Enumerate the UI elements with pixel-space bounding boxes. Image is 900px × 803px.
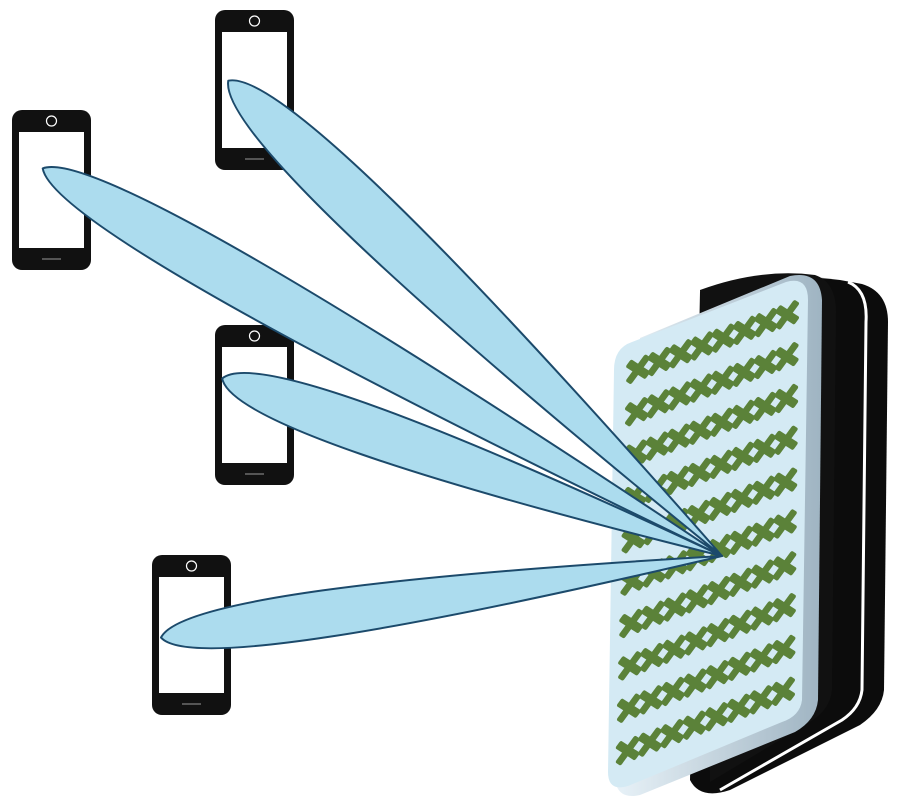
cross-dipole-icon [616,693,641,723]
cross-dipole-icon [641,600,665,630]
phone-camera [248,15,261,27]
cross-dipole-icon [663,592,687,622]
cross-dipole-icon [689,373,713,403]
cross-dipole-icon [687,457,712,487]
cross-dipole-icon [771,634,796,665]
cross-dipole-icon [732,357,756,387]
phone-speaker [245,473,264,475]
phone-camera [185,560,198,572]
cross-dipole-icon [665,465,690,495]
cross-dipole-icon [773,467,798,497]
cross-dipole-icon [667,381,692,411]
cross-dipole-icon [751,475,776,505]
cross-dipole-icon [684,626,708,656]
cross-dipole-icon [711,323,736,353]
cross-dipole-icon [729,525,754,555]
cross-dipole-icon [618,651,642,681]
panel-separator-line [719,280,868,792]
cross-dipole-icon [661,676,685,707]
cross-dipole-icon [710,365,735,395]
beam-to-phone-middle [221,371,723,557]
cross-dipole-icon [640,642,664,673]
cross-dipole-icon [753,349,778,380]
cross-dipole-icon [771,676,795,706]
cross-dipole-icon [706,575,731,606]
cross-dipole-icon [668,339,693,369]
cross-dipole-icon [752,391,777,422]
cross-dipole-icon [645,431,670,461]
cross-dipole-icon [753,307,778,338]
cross-dipole-icon [626,354,650,384]
cross-dipole-icon [751,517,775,547]
cross-dipole-icon [728,567,753,597]
cross-dipole-icon [666,423,691,453]
cross-dipole-icon [619,608,644,639]
cross-dipole-icon [774,342,799,372]
cross-dipole-icon [773,509,797,539]
cross-dipole-icon [728,609,752,639]
cross-dipole-icon [638,727,662,757]
cross-dipole-icon [774,383,799,414]
cross-dipole-icon [772,551,797,581]
cross-dipole-icon [688,415,713,445]
cross-dipole-icon [690,331,714,361]
cross-dipole-icon [749,643,774,673]
cross-dipole-icon [704,702,729,732]
cross-dipole-icon [639,685,663,715]
cross-dipole-icon [730,441,755,471]
cross-dipole-icon [709,449,733,479]
beams [41,79,723,650]
cross-dipole-icon [727,651,752,681]
cross-dipole-icon [750,559,775,589]
antenna-array-panel [608,273,888,796]
phone-speaker [42,258,61,260]
cross-dipole-icon [684,584,709,614]
cross-dipole-icon [647,346,672,377]
cross-dipole-icon [660,719,684,749]
cross-dipole-icon [772,593,796,623]
cross-dipole-icon [732,315,757,345]
cross-dipole-icon [625,397,649,427]
cross-dipole-icon [683,668,708,698]
cross-dipole-icon [615,735,640,766]
cross-dipole-icon [752,433,777,463]
cross-dipole-icon [726,693,751,723]
cross-dipole-icon [749,685,773,715]
cross-dipole-icon [773,425,798,455]
cross-dipole-icon [706,617,730,648]
cross-dipole-icon [705,660,730,690]
cross-dipole-icon [708,491,733,522]
beam-to-phone-top [227,79,723,557]
phone-camera [45,115,58,127]
cross-dipole-icon [775,300,800,330]
phone-speaker [245,158,264,160]
phone-speaker [182,703,201,705]
cross-dipole-icon [682,710,707,740]
cross-dipole-icon [730,483,754,513]
cross-dipole-icon [709,407,734,437]
cross-dipole-icon [731,399,756,429]
phone-camera [248,330,261,342]
cross-dipole-icon [750,601,774,631]
beam-to-phone-bottom [160,555,723,650]
cross-dipole-icon [662,634,686,664]
beam-to-phone-upper-left [41,166,723,557]
cross-dipole-icon [646,389,671,419]
